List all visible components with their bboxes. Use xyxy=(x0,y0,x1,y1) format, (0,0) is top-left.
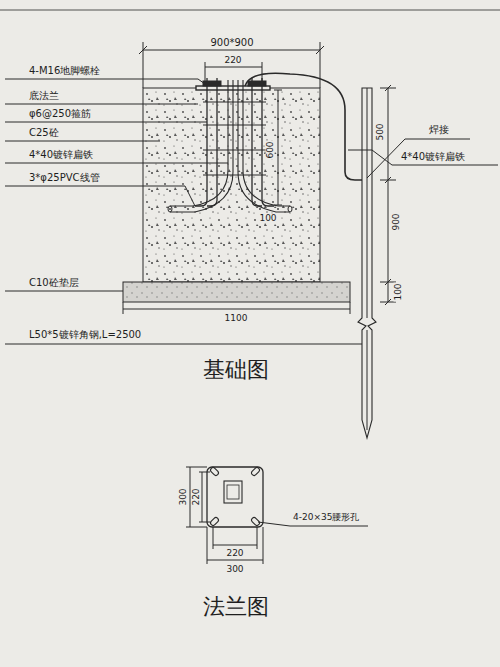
dimension-label: 220 xyxy=(223,56,242,65)
dimension-label: 4*40镀锌扁铁 xyxy=(28,150,94,160)
dimension-label: 600 xyxy=(266,140,275,159)
dimension-label: 220 xyxy=(225,549,244,558)
dimension-label: 3*φ25PVC线管 xyxy=(28,173,101,183)
drawing-title: 基础图 xyxy=(202,359,270,381)
dimension-label: L50*5镀锌角钢,L=2500 xyxy=(28,330,142,340)
dimension-label: 4*40镀锌扁铁 xyxy=(400,152,466,162)
dimension-label: C10砼垫层 xyxy=(28,278,80,288)
dimension-label: 220 xyxy=(192,487,201,506)
dimension-label: 1100 xyxy=(224,314,249,323)
dimension-label: 100 xyxy=(394,282,403,301)
dimension-label: 底法兰 xyxy=(28,91,60,101)
drawing-title: 法兰图 xyxy=(202,596,270,618)
dimension-label: 100 xyxy=(258,214,277,223)
dimension-label: 焊接 xyxy=(428,125,450,135)
dimension-label: φ6@250箍筋 xyxy=(28,109,92,119)
dimension-label: C25砼 xyxy=(28,128,60,138)
dimension-label: 4-M16地脚螺栓 xyxy=(28,66,101,76)
dimension-label: 4-20×35腰形孔 xyxy=(292,513,360,522)
dimension-label: 900*900 xyxy=(209,38,254,48)
dimension-label: 500 xyxy=(376,122,385,141)
dimension-label: 900 xyxy=(392,212,401,231)
dimension-label: 300 xyxy=(225,565,244,574)
dimension-label: 300 xyxy=(179,487,188,506)
